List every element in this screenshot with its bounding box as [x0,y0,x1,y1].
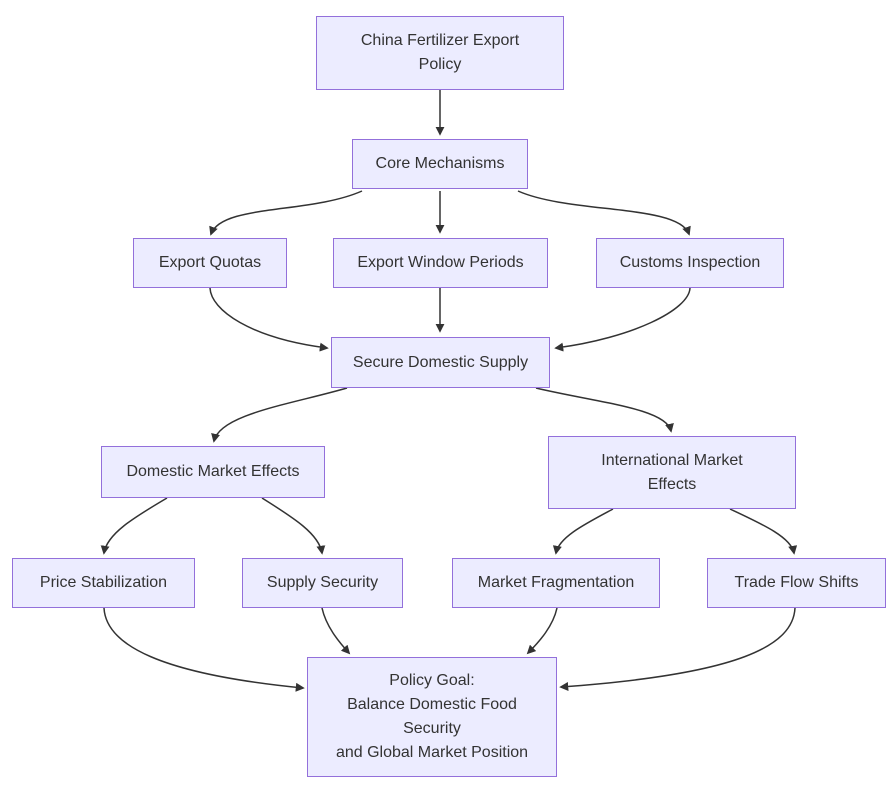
edge-customs-to-secure [554,287,691,352]
edge-trade-to-goal [559,607,796,691]
node-customs-inspection: Customs Inspection [596,238,784,288]
node-price-stabilization: Price Stabilization [12,558,195,608]
edge-intl-to-trade [729,508,798,555]
node-supply-security: Supply Security [242,558,403,608]
node-export-quotas: Export Quotas [133,238,287,288]
edge-core-to-quotas [209,190,363,236]
node-international-market-effects: International Market Effects [548,436,796,509]
edge-quotas-to-secure [209,287,329,352]
node-secure-domestic-supply: Secure Domestic Supply [331,337,550,388]
node-domestic-market-effects: Domestic Market Effects [101,446,325,498]
edge-secure-to-domestic [211,387,348,443]
node-export-window-periods: Export Window Periods [333,238,548,288]
edge-fragment-to-goal [526,607,558,655]
edge-domestic-to-supply [261,497,326,555]
edge-core-to-customs [517,190,691,236]
edge-intl-to-fragment [552,508,614,555]
edge-price-to-goal [103,607,305,692]
edge-secure-to-intl [535,387,674,433]
node-trade-flow-shifts: Trade Flow Shifts [707,558,886,608]
edge-domestic-to-price [100,497,168,555]
edge-supply-to-goal [321,607,351,655]
node-market-fragmentation: Market Fragmentation [452,558,660,608]
node-china-fertilizer-export-policy: China Fertilizer Export Policy [316,16,564,90]
node-policy-goal: Policy Goal: Balance Domestic Food Secur… [307,657,557,777]
node-core-mechanisms: Core Mechanisms [352,139,528,189]
